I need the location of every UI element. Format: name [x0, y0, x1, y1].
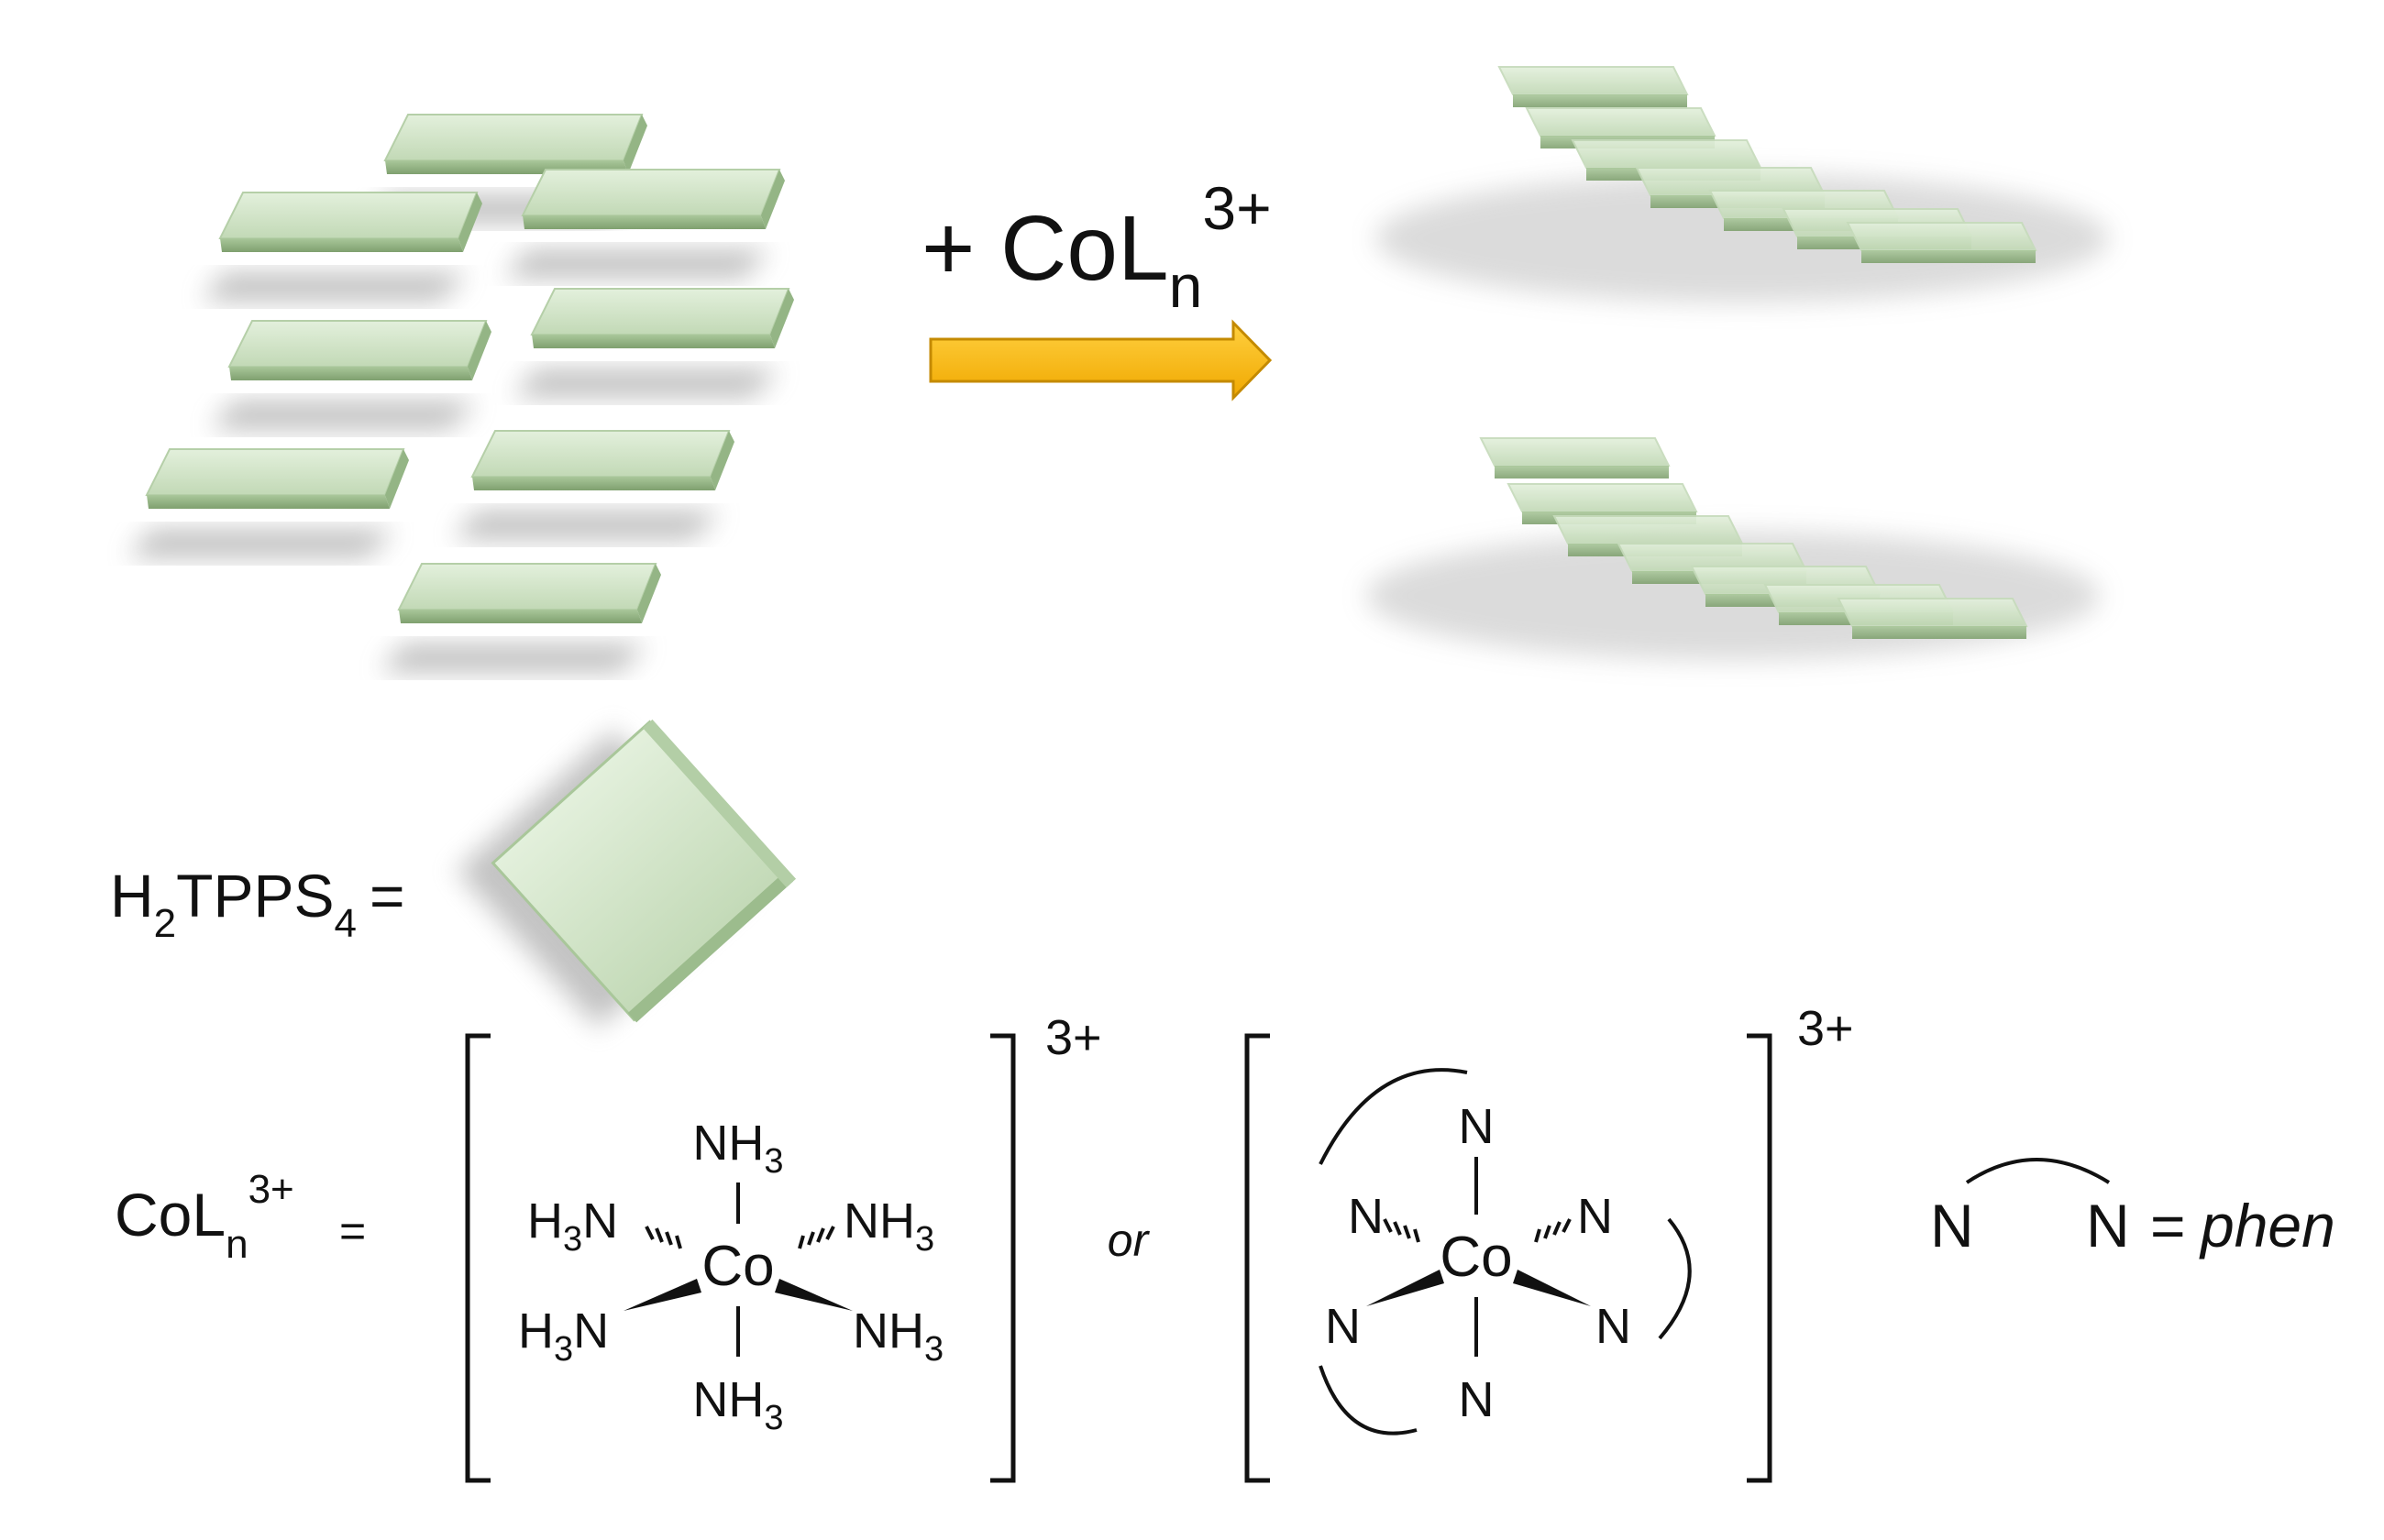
reagent-label: + CoLn3+	[922, 174, 1272, 320]
svg-text:=: =	[339, 1205, 366, 1257]
svg-text:N: N	[2086, 1192, 2130, 1260]
svg-text:N: N	[1325, 1299, 1361, 1354]
svg-text:N: N	[1595, 1299, 1631, 1354]
svg-text:NH3: NH3	[692, 1372, 783, 1437]
phen-complex: 3+ Co N N N N N N	[1244, 1001, 1854, 1483]
porphyrin-formula: H2TPPS4=	[110, 862, 405, 946]
ammine-complex: 3+ Co NH3 H3N NH3 H3N NH3 NH3	[465, 1010, 1102, 1483]
svg-text:N: N	[1577, 1189, 1613, 1244]
porphyrin-tile	[202, 192, 482, 301]
porphyrin-tile	[454, 431, 734, 539]
aggregate-stack-bottom	[1366, 437, 2100, 660]
svg-text:N: N	[1459, 1372, 1495, 1427]
svg-text:NH3: NH3	[853, 1304, 944, 1369]
porphyrin-tile	[381, 564, 661, 672]
phen-legend: N N = phen	[1930, 1158, 2335, 1260]
monomer-tiles	[128, 115, 794, 672]
or-separator: or	[1108, 1215, 1151, 1266]
svg-text:H3N: H3N	[527, 1194, 618, 1259]
svg-text:H3N: H3N	[518, 1304, 609, 1369]
svg-text:N: N	[1459, 1099, 1495, 1154]
svg-text:Co: Co	[1440, 1226, 1512, 1289]
svg-text:NH3: NH3	[844, 1194, 934, 1259]
svg-text:N: N	[1930, 1192, 1974, 1260]
svg-text:N: N	[1348, 1189, 1384, 1244]
svg-text:+ CoLn3+: + CoLn3+	[922, 174, 1272, 320]
porphyrin-tile	[513, 289, 794, 397]
svg-text:3+: 3+	[1797, 1001, 1854, 1056]
svg-text:Co: Co	[701, 1235, 774, 1298]
svg-text:3+: 3+	[1045, 1010, 1102, 1065]
cobalt-legend: CoLn3+ =	[115, 1167, 366, 1267]
svg-text:phen: phen	[2199, 1192, 2335, 1260]
porphyrin-tile-icon	[457, 719, 797, 1028]
porphyrin-tile	[504, 170, 785, 278]
porphyrin-tile	[211, 321, 491, 429]
reaction-arrow	[929, 319, 1273, 402]
porphyrin-tile	[128, 449, 409, 557]
cobalt-formula: CoLn3+	[115, 1167, 294, 1267]
porphyrin-legend: H2TPPS4=	[110, 719, 797, 1028]
svg-text:=: =	[2150, 1192, 2186, 1260]
aggregate-stack-top	[1375, 66, 2109, 302]
svg-text:NH3: NH3	[692, 1116, 783, 1181]
